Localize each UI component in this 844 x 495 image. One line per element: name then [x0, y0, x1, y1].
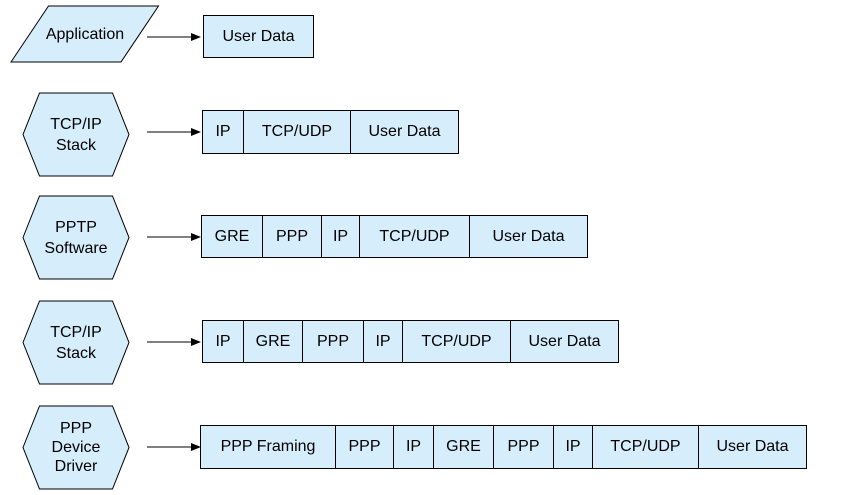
hexagon-shape — [22, 300, 130, 385]
packet-segment: PPP — [303, 321, 364, 362]
packet-segment: User Data — [699, 426, 806, 468]
packet-segment: IP — [203, 111, 244, 153]
packet-row-application: User Data — [203, 15, 314, 58]
stage-label: TCP/IP Stack — [50, 323, 102, 362]
stage-label: TCP/IP Stack — [50, 115, 102, 154]
packet-segment: GRE — [244, 321, 303, 362]
right-arrow-icon — [146, 231, 202, 243]
packet-segment: IP — [394, 426, 434, 468]
stage-label: Application — [45, 25, 125, 43]
tcpip-stack-hexagon-1: TCP/IP Stack — [22, 92, 130, 177]
packet-segment: PPP — [336, 426, 394, 468]
application-parallelogram: Application — [10, 5, 160, 63]
packet-row-ppp-driver: PPP Framing PPP IP GRE PPP IP TCP/UDP Us… — [200, 425, 807, 469]
tcpip-stack-hexagon-2: TCP/IP Stack — [22, 300, 130, 385]
hexagon-shape — [22, 92, 130, 177]
hexagon-shape — [22, 405, 130, 490]
packet-segment: PPP Framing — [201, 426, 336, 468]
packet-row-tcpip-1: IP TCP/UDP User Data — [202, 110, 459, 154]
packet-row-tcpip-2: IP GRE PPP IP TCP/UDP User Data — [202, 320, 619, 363]
packet-segment: TCP/UDP — [593, 426, 699, 468]
packet-segment: TCP/UDP — [360, 216, 470, 257]
packet-segment: User Data — [204, 16, 313, 57]
ppp-device-driver-hexagon: PPP Device Driver — [22, 405, 130, 490]
stage-label: PPTP Software — [44, 218, 108, 257]
packet-segment: GRE — [434, 426, 494, 468]
packet-segment: User Data — [351, 111, 458, 153]
packet-segment: IP — [203, 321, 244, 362]
hexagon-shape — [22, 195, 130, 280]
right-arrow-icon — [146, 31, 202, 43]
packet-segment: IP — [322, 216, 360, 257]
packet-segment: GRE — [202, 216, 263, 257]
stage-label: PPP Device Driver — [51, 420, 101, 475]
packet-segment: IP — [554, 426, 593, 468]
packet-segment: User Data — [511, 321, 618, 362]
packet-segment: TCP/UDP — [244, 111, 351, 153]
packet-segment: User Data — [470, 216, 587, 257]
packet-segment: TCP/UDP — [403, 321, 511, 362]
packet-segment: IP — [364, 321, 403, 362]
right-arrow-icon — [146, 441, 202, 453]
packet-row-pptp: GRE PPP IP TCP/UDP User Data — [201, 215, 588, 258]
packet-segment: PPP — [263, 216, 322, 257]
right-arrow-icon — [146, 336, 202, 348]
packet-segment: PPP — [494, 426, 554, 468]
parallelogram-shape — [10, 5, 160, 63]
right-arrow-icon — [146, 126, 202, 138]
pptp-software-hexagon: PPTP Software — [22, 195, 130, 280]
